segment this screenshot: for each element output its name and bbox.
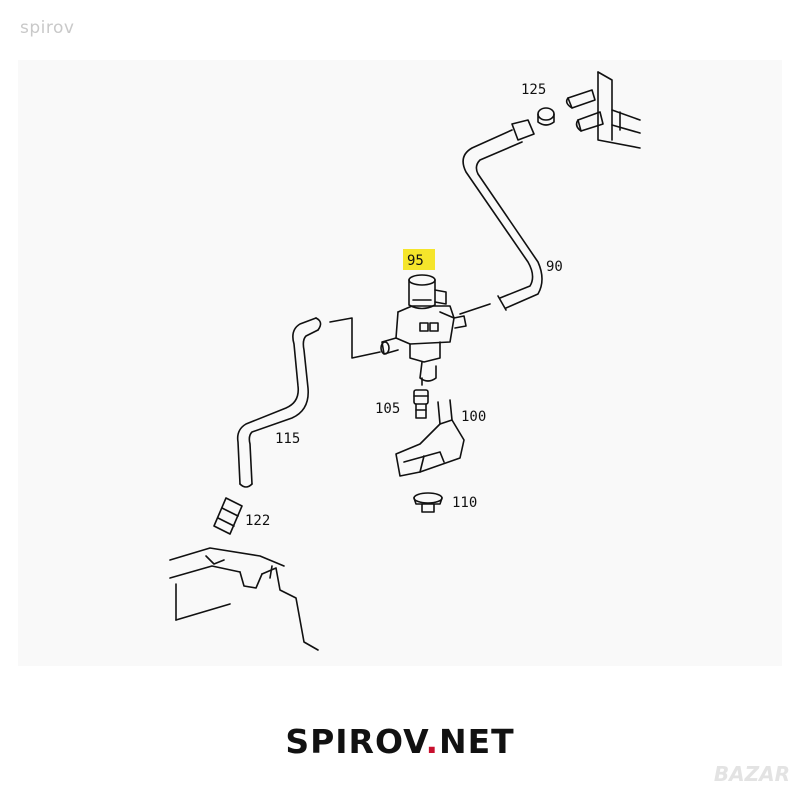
valve-95 [380, 274, 467, 386]
hose-115 [236, 317, 322, 488]
label-100: 100 [461, 409, 486, 425]
clamp-125 [537, 107, 555, 126]
pipe-stubs [565, 89, 604, 132]
diagram-panel [18, 60, 782, 666]
connector-lines [329, 303, 491, 359]
label-105: 105 [375, 401, 400, 417]
connector-122 [213, 497, 243, 535]
label-90: 90 [546, 259, 563, 275]
label-125: 125 [521, 82, 546, 98]
watermark-corner: BAZAR [713, 762, 790, 786]
label-122: 122 [245, 513, 270, 529]
brand-tld: NET [438, 722, 515, 761]
label-110: 110 [452, 495, 477, 511]
heater-box [597, 71, 641, 149]
brand-logo: SPIROV.NET [0, 722, 800, 761]
brand-dot: . [425, 722, 439, 761]
grommet-110 [413, 492, 443, 513]
bracket-100 [395, 399, 465, 477]
body-structure [169, 547, 319, 651]
watermark-top: spirov [20, 18, 75, 38]
hose-90 [462, 119, 543, 311]
label-95: 95 [407, 253, 424, 269]
label-115: 115 [275, 431, 300, 447]
label-95-highlight [403, 249, 435, 270]
part-105 [413, 389, 429, 419]
brand-name: SPIROV [285, 722, 426, 761]
